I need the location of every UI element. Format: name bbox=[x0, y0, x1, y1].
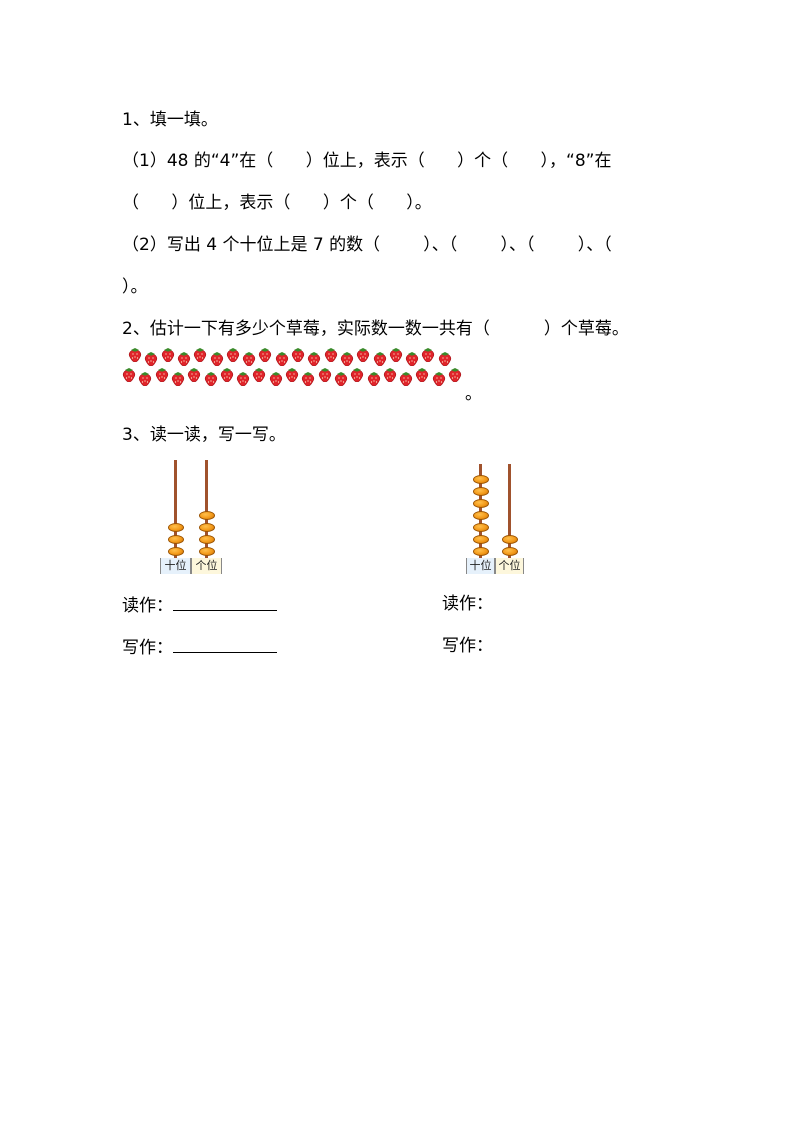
q1-part2-line2: ）。 bbox=[122, 277, 148, 297]
strawberry-icon bbox=[226, 348, 239, 362]
q2-text: 2、估计一下有多少个草莓，实际数一数一共有（ ）个草莓。 bbox=[122, 319, 629, 339]
strawberry-icon bbox=[351, 368, 364, 382]
strawberry-icon bbox=[416, 368, 429, 382]
strawberry-icon bbox=[438, 352, 451, 366]
ones-bead bbox=[501, 547, 518, 556]
read-answer-blank-left[interactable] bbox=[173, 594, 277, 611]
q1-part1-line1: （1）48 的“4”在（ ）位上，表示（ ）个（ ），“8”在 bbox=[122, 151, 612, 171]
strawberry-icon bbox=[161, 348, 174, 362]
strawberry-icon bbox=[237, 372, 250, 386]
strawberry-icon bbox=[340, 352, 353, 366]
abacus-right: 十位个位 bbox=[466, 462, 524, 574]
ones-label: 个位 bbox=[191, 558, 222, 574]
strawberry-icon bbox=[210, 352, 223, 366]
read-label-right: 读作： bbox=[442, 594, 493, 614]
strawberry-icon bbox=[188, 368, 201, 382]
ones-bead bbox=[198, 535, 215, 544]
strawberry-icon bbox=[253, 368, 266, 382]
strawberry-icon bbox=[406, 352, 419, 366]
strawberry-icon bbox=[177, 352, 190, 366]
strawberry-icon bbox=[389, 348, 402, 362]
ones-bead bbox=[501, 535, 518, 544]
strawberry-icon bbox=[334, 372, 347, 386]
q1-part1-line2: （ ）位上，表示（ ）个（ ）。 bbox=[122, 193, 432, 213]
strawberry-icon bbox=[383, 368, 396, 382]
tens-bead bbox=[167, 535, 184, 544]
tens-bead bbox=[167, 547, 184, 556]
tens-bead bbox=[472, 475, 489, 484]
strawberry-icon bbox=[324, 348, 337, 362]
strawberry-icon bbox=[373, 352, 386, 366]
strawberry-icon bbox=[220, 368, 233, 382]
tens-rod bbox=[174, 460, 177, 558]
tens-label: 十位 bbox=[160, 558, 191, 574]
strawberry-icon bbox=[194, 348, 207, 362]
tens-bead bbox=[472, 535, 489, 544]
tens-bead bbox=[472, 511, 489, 520]
strawberry-icon bbox=[308, 352, 321, 366]
strawberry-icon bbox=[432, 372, 445, 386]
strawberry-icon bbox=[155, 368, 168, 382]
strawberry-icon bbox=[122, 368, 136, 382]
strawberry-icon bbox=[318, 368, 331, 382]
strawberry-icon bbox=[204, 372, 217, 386]
strawberry-icon bbox=[243, 352, 256, 366]
strawberry-icon bbox=[367, 372, 380, 386]
strawberry-icon bbox=[275, 352, 288, 366]
ones-bead bbox=[198, 511, 215, 520]
read-label-left: 读作： bbox=[122, 594, 277, 616]
tens-bead bbox=[472, 523, 489, 532]
strawberry-icon bbox=[400, 372, 413, 386]
strawberry-icon bbox=[145, 352, 158, 366]
strawberry-icon bbox=[422, 348, 435, 362]
tens-bead bbox=[167, 523, 184, 532]
strawberry-icon bbox=[357, 348, 370, 362]
strawberry-picture bbox=[122, 347, 467, 399]
abacus-left: 十位个位 bbox=[160, 458, 222, 574]
write-label-right: 写作： bbox=[442, 636, 493, 656]
strawberry-icon bbox=[139, 372, 152, 386]
ones-rod bbox=[508, 464, 511, 558]
q1-part2-line1: （2）写出 4 个十位上是 7 的数（ ）、（ ）、（ ）、（ bbox=[122, 235, 612, 255]
q2-period: 。 bbox=[465, 384, 482, 404]
strawberry-icon bbox=[291, 348, 305, 362]
q3-title: 3、读一读，写一写。 bbox=[122, 425, 286, 445]
ones-bead bbox=[198, 547, 215, 556]
strawberry-icon bbox=[285, 368, 299, 382]
strawberry-icon bbox=[269, 372, 282, 386]
write-label-left: 写作： bbox=[122, 636, 277, 658]
tens-label: 十位 bbox=[466, 558, 495, 574]
strawberry-icon bbox=[128, 348, 142, 362]
tens-bead bbox=[472, 487, 489, 496]
strawberry-icon bbox=[259, 348, 272, 362]
tens-bead bbox=[472, 499, 489, 508]
strawberry-icon bbox=[171, 372, 184, 386]
q1-title: 1、填一填。 bbox=[122, 110, 218, 130]
ones-label: 个位 bbox=[495, 558, 524, 574]
ones-bead bbox=[198, 523, 215, 532]
strawberry-icon bbox=[448, 368, 462, 382]
ones-rod bbox=[205, 460, 208, 558]
write-answer-blank-left[interactable] bbox=[173, 636, 277, 653]
strawberry-icon bbox=[302, 372, 315, 386]
tens-bead bbox=[472, 547, 489, 556]
